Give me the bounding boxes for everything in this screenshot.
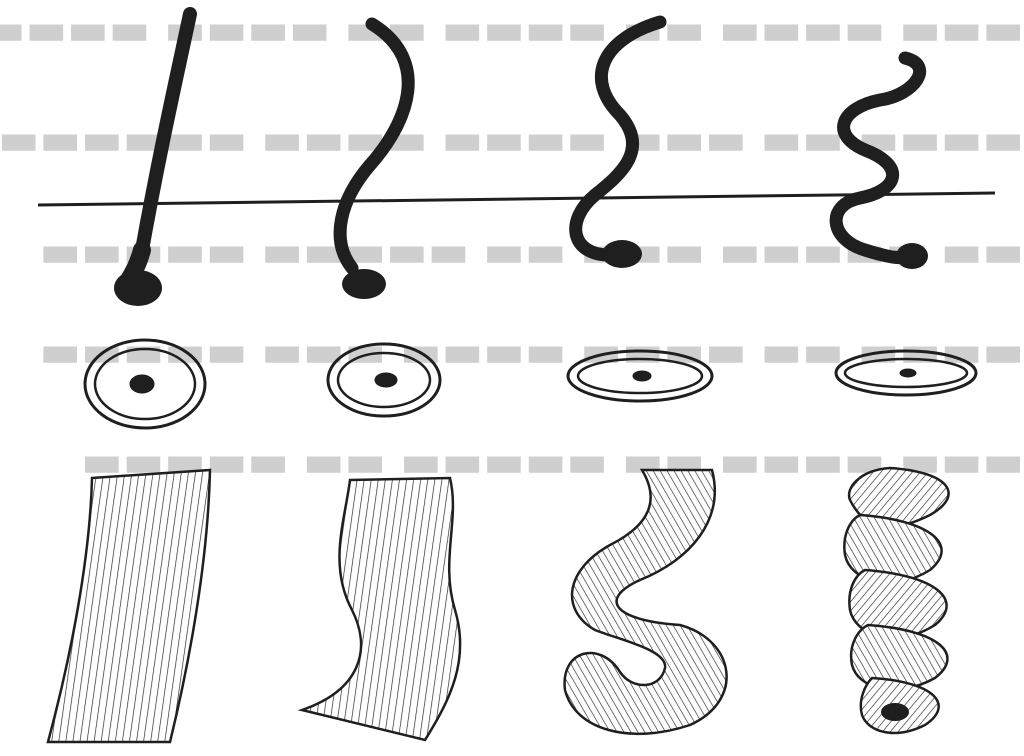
coiled-hair-shaft xyxy=(836,58,928,269)
curly-cross-section xyxy=(568,351,712,401)
coiled-cross-section xyxy=(836,351,976,395)
curly-hair-lock xyxy=(565,470,727,734)
wavy-hair-lock xyxy=(302,478,460,740)
straight-hair-shaft xyxy=(114,14,190,306)
coiled-hair-lock xyxy=(844,468,948,733)
straight-hair-lock xyxy=(48,470,210,742)
curly-hair-shaft xyxy=(576,22,660,268)
wavy-cross-section xyxy=(328,344,440,416)
wavy-hair-shaft xyxy=(340,24,408,299)
straight-cross-section xyxy=(85,340,205,428)
